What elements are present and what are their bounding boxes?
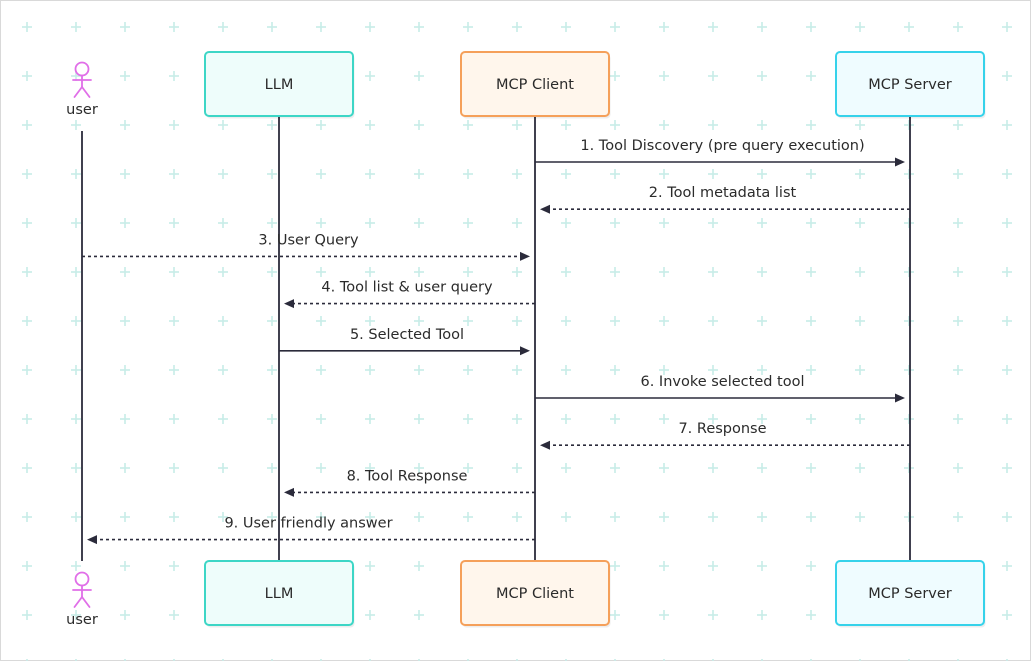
actor-label: user bbox=[66, 102, 98, 118]
message-label: 3. User Query bbox=[258, 232, 359, 248]
message-label: 5. Selected Tool bbox=[350, 327, 464, 343]
person-icon bbox=[72, 61, 92, 98]
participant-llm-bottom: LLM bbox=[204, 560, 355, 628]
participant-box bbox=[460, 560, 610, 626]
participant-label: MCP Server bbox=[868, 77, 952, 93]
participant-mcp-server-top: MCP Server bbox=[835, 51, 986, 119]
message-8: 8. Tool Response bbox=[284, 468, 535, 497]
actor-user-top: user bbox=[66, 61, 98, 118]
participant-box bbox=[204, 51, 354, 117]
arrowhead-icon bbox=[284, 299, 294, 309]
message-label: 9. User friendly answer bbox=[224, 516, 392, 532]
participant-label: MCP Server bbox=[868, 586, 952, 602]
message-2: 2. Tool metadata list bbox=[540, 185, 910, 214]
participant-box bbox=[835, 560, 985, 626]
participant-llm-top: LLM bbox=[204, 51, 355, 119]
message-label: 6. Invoke selected tool bbox=[640, 374, 804, 390]
arrowhead-icon bbox=[540, 440, 550, 450]
message-label: 8. Tool Response bbox=[347, 468, 468, 484]
actor-label: user bbox=[66, 612, 98, 628]
participant-mcp-client-top: MCP Client bbox=[460, 51, 611, 119]
participants-bottom: user LLM MCP Client MCP Server bbox=[66, 560, 986, 628]
message-3: 3. User Query bbox=[82, 232, 530, 261]
message-9: 9. User friendly answer bbox=[87, 516, 535, 545]
participants-top: user LLM MCP Client MCP Server bbox=[66, 51, 986, 119]
message-label: 7. Response bbox=[678, 421, 766, 437]
arrowhead-icon bbox=[895, 157, 905, 167]
arrowhead-icon bbox=[895, 393, 905, 403]
participant-box bbox=[204, 560, 354, 626]
message-label: 4. Tool list & user query bbox=[321, 280, 493, 296]
participant-box bbox=[835, 51, 985, 117]
message-7: 7. Response bbox=[540, 421, 910, 450]
participant-mcp-server-bottom: MCP Server bbox=[835, 560, 986, 628]
messages: 1. Tool Discovery (pre query execution) 2… bbox=[82, 138, 910, 545]
arrowhead-icon bbox=[540, 204, 550, 214]
participant-mcp-client-bottom: MCP Client bbox=[460, 560, 611, 628]
person-icon bbox=[72, 571, 92, 608]
participant-label: MCP Client bbox=[496, 586, 574, 602]
participant-label: MCP Client bbox=[496, 77, 574, 93]
participant-label: LLM bbox=[265, 77, 294, 93]
message-5: 5. Selected Tool bbox=[279, 327, 530, 356]
arrowhead-icon bbox=[284, 487, 294, 497]
arrowhead-icon bbox=[520, 251, 530, 261]
participant-box bbox=[460, 51, 610, 117]
arrowhead-icon bbox=[520, 346, 530, 356]
message-label: 1. Tool Discovery (pre query execution) bbox=[580, 138, 864, 154]
lifelines bbox=[81, 117, 911, 561]
message-4: 4. Tool list & user query bbox=[284, 280, 535, 309]
message-label: 2. Tool metadata list bbox=[649, 185, 797, 201]
message-6: 6. Invoke selected tool bbox=[535, 374, 905, 403]
actor-user-bottom: user bbox=[66, 571, 98, 628]
participant-label: LLM bbox=[265, 586, 294, 602]
arrowhead-icon bbox=[87, 535, 97, 545]
message-1: 1. Tool Discovery (pre query execution) bbox=[535, 138, 905, 167]
